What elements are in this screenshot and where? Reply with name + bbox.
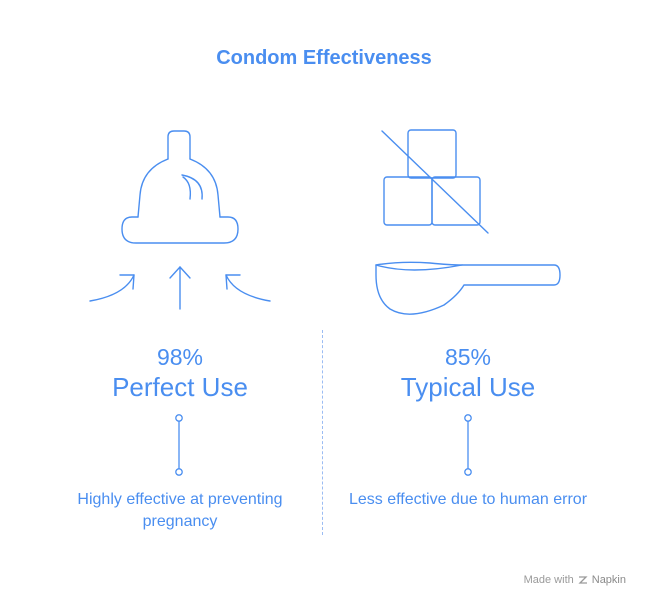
typical-use-label: Typical Use	[400, 372, 536, 402]
perfect-use-percent: 98%	[156, 344, 204, 370]
typical-use-column: 85% Typical Use	[323, 343, 613, 403]
typical-use-percent: 85%	[444, 344, 492, 370]
perfect-use-description: Highly effective at preventing pregnancy	[77, 491, 283, 530]
left-connector	[175, 414, 183, 476]
page-title: Condom Effectiveness	[216, 47, 432, 69]
right-connector	[464, 414, 472, 476]
column-divider	[322, 330, 323, 535]
perfect-use-label: Perfect Use	[112, 372, 248, 402]
brand-name: Napkin	[591, 574, 626, 586]
made-with-text: Made with	[523, 574, 574, 586]
arrows-icon	[89, 266, 271, 310]
napkin-logo-icon	[578, 576, 588, 584]
spilled-blocks-scoop-icon	[375, 129, 561, 315]
condom-icon	[89, 130, 271, 310]
footer-credit: Made with Napkin	[524, 574, 626, 586]
perfect-use-column: 98% Perfect Use	[35, 343, 325, 403]
typical-use-description: Less effective due to human error	[348, 491, 588, 508]
